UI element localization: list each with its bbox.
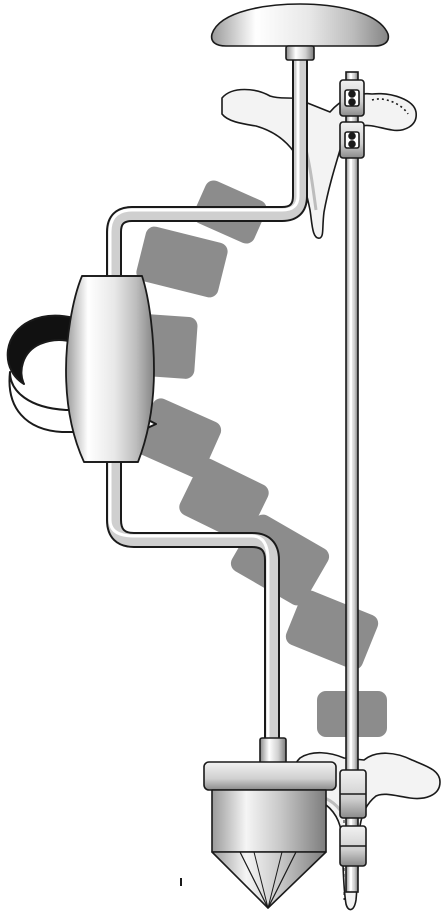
vertebral-body-2	[134, 225, 229, 300]
derotation-rod	[346, 72, 358, 892]
rotation-grip	[66, 276, 154, 462]
socket-driver	[204, 738, 336, 908]
stray-mark	[180, 878, 182, 886]
handle-knob	[212, 4, 389, 60]
lower-rod-clamps	[340, 770, 366, 866]
